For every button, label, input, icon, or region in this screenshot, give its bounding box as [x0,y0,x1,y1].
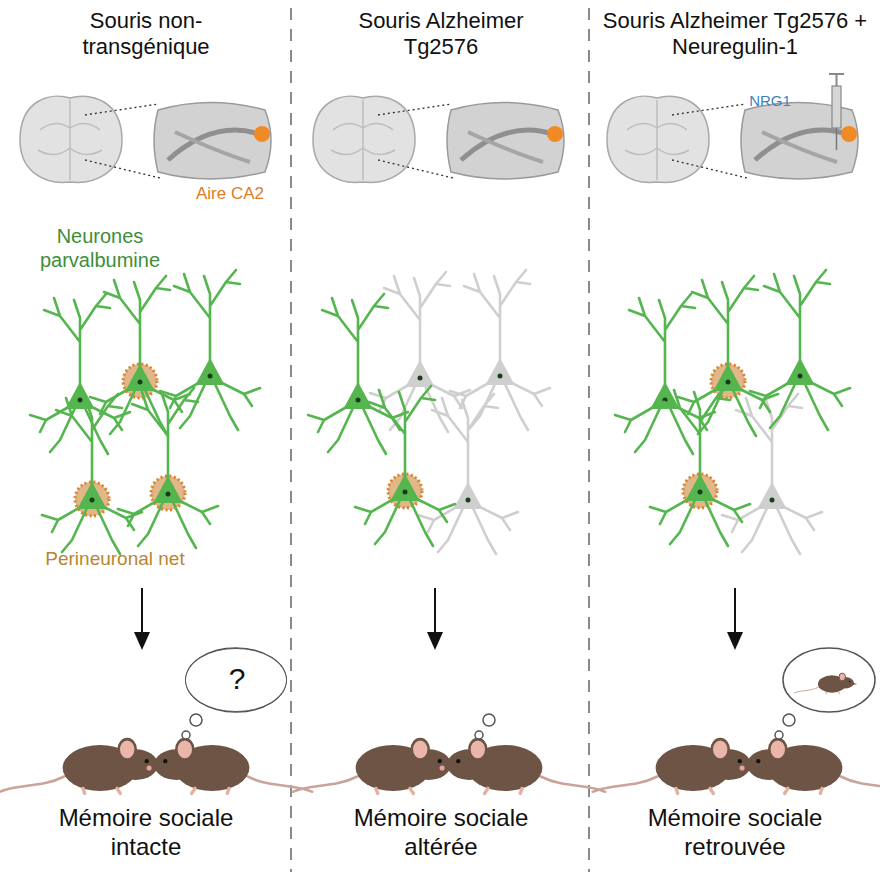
region-label: Aire CA2 [170,184,290,204]
panel-band: Souris non-transgéniqueMémoire sociale i… [0,0,291,880]
outcome-text: Mémoire sociale intacte [41,804,251,862]
panel-heading: Souris non-transgénique [41,8,251,61]
cell-type-label: Neurones parvalbumine [25,224,175,272]
panel-heading: Souris Alzheimer Tg2576 + Neuregulin-1 [600,8,870,61]
structure-label: Perineuronal net [10,548,220,571]
thought-bubble: ? [185,648,287,712]
panel-band: Souris Alzheimer Tg2576Mémoire sociale a… [293,0,588,880]
bubble-text: ? [186,661,288,697]
outcome-text: Mémoire sociale altérée [336,804,546,862]
outcome-text: Mémoire sociale retrouvée [620,804,850,862]
panel-band: Souris Alzheimer Tg2576 + Neuregulin-1Mé… [589,0,880,880]
injection-label: NRG1 [740,92,800,110]
panel-heading: Souris Alzheimer Tg2576 [336,8,546,61]
